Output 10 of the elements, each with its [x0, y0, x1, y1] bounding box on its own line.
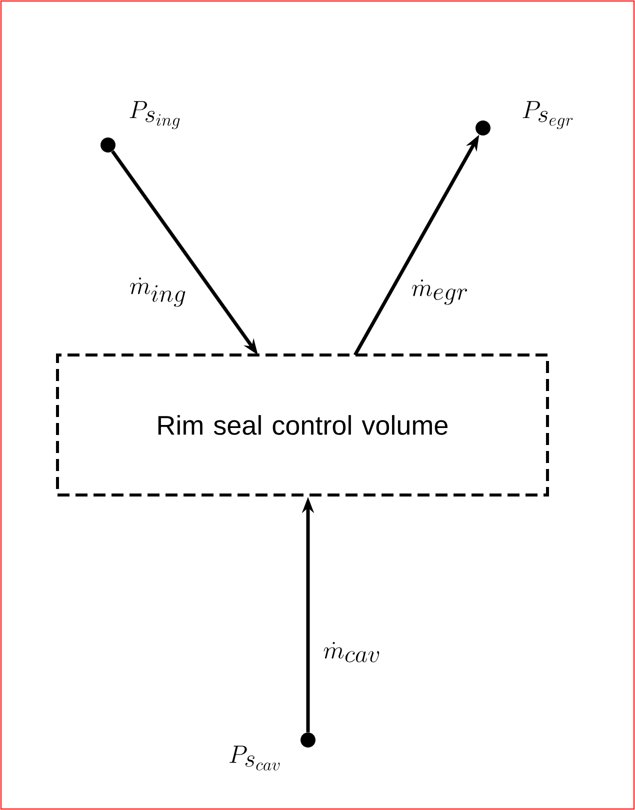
dot — [476, 120, 490, 136]
dot — [100, 138, 116, 152]
pressure-label: $P_{s_{ing}}$ — [130, 101, 180, 130]
flow-label: $\dot{m}_{ing}$ — [128, 276, 188, 308]
pressure-label: $P_{s_{cav}}$ — [230, 746, 280, 770]
dashed-box: Rim seal control volume — [56, 354, 549, 496]
pressure-label: $P_{s_{egr}}$ — [522, 101, 573, 130]
flow-label: $\dot{m}_{egr}$ — [410, 278, 470, 306]
flow-label: $\dot{m}_{cav}$ — [322, 640, 382, 664]
dot — [300, 732, 316, 748]
